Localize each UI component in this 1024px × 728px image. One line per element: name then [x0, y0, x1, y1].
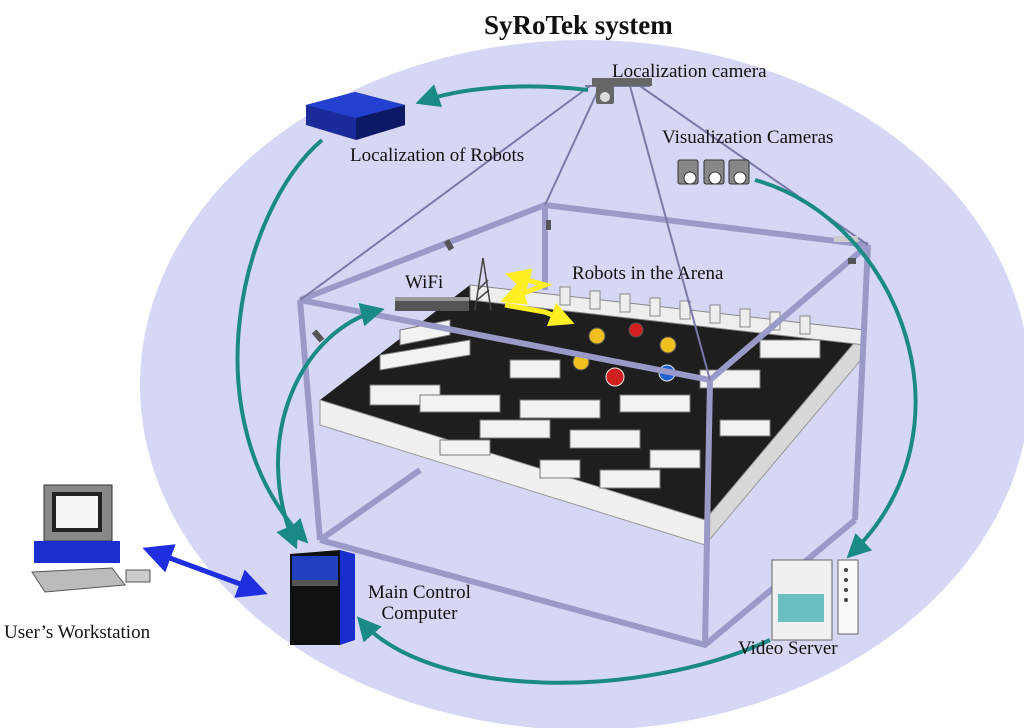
- label-localization-of-robots: Localization of Robots: [350, 145, 525, 166]
- label-robots-in-arena: Robots in the Arena: [572, 263, 724, 284]
- label-visualization-cameras: Visualization Cameras: [662, 127, 834, 148]
- visualization-camera-icon: [677, 159, 750, 185]
- robot-icon: [605, 367, 625, 387]
- arena: [319, 284, 866, 547]
- flow-arrows: [235, 84, 918, 685]
- label-main-control-line1: Main Control: [368, 582, 471, 603]
- video-server-icon: [771, 559, 859, 641]
- ceiling-camera-icon: [592, 78, 652, 104]
- workstation-link-arrow: [142, 544, 268, 598]
- label-users-workstation: User’s Workstation: [4, 622, 151, 643]
- main-computer-icon: [290, 550, 355, 645]
- workstation-icon: [31, 484, 151, 593]
- robot-icon: [628, 322, 644, 338]
- label-video-server: Video Server: [738, 638, 838, 659]
- label-main-control-computer: Main Control Computer: [368, 582, 471, 625]
- label-main-control-line2: Computer: [381, 602, 458, 624]
- label-wifi: WiFi: [405, 272, 444, 293]
- arena-maze: [369, 319, 821, 489]
- robot-icon: [659, 336, 677, 354]
- antenna-icon: [474, 257, 492, 311]
- localization-box-icon: [306, 92, 405, 140]
- diagram-title: SyRoTek system: [484, 10, 673, 40]
- robot-icon: [588, 327, 606, 345]
- wifi-router-icon: [395, 297, 469, 311]
- wifi-signal: [500, 268, 575, 327]
- label-localization-camera: Localization camera: [612, 61, 767, 82]
